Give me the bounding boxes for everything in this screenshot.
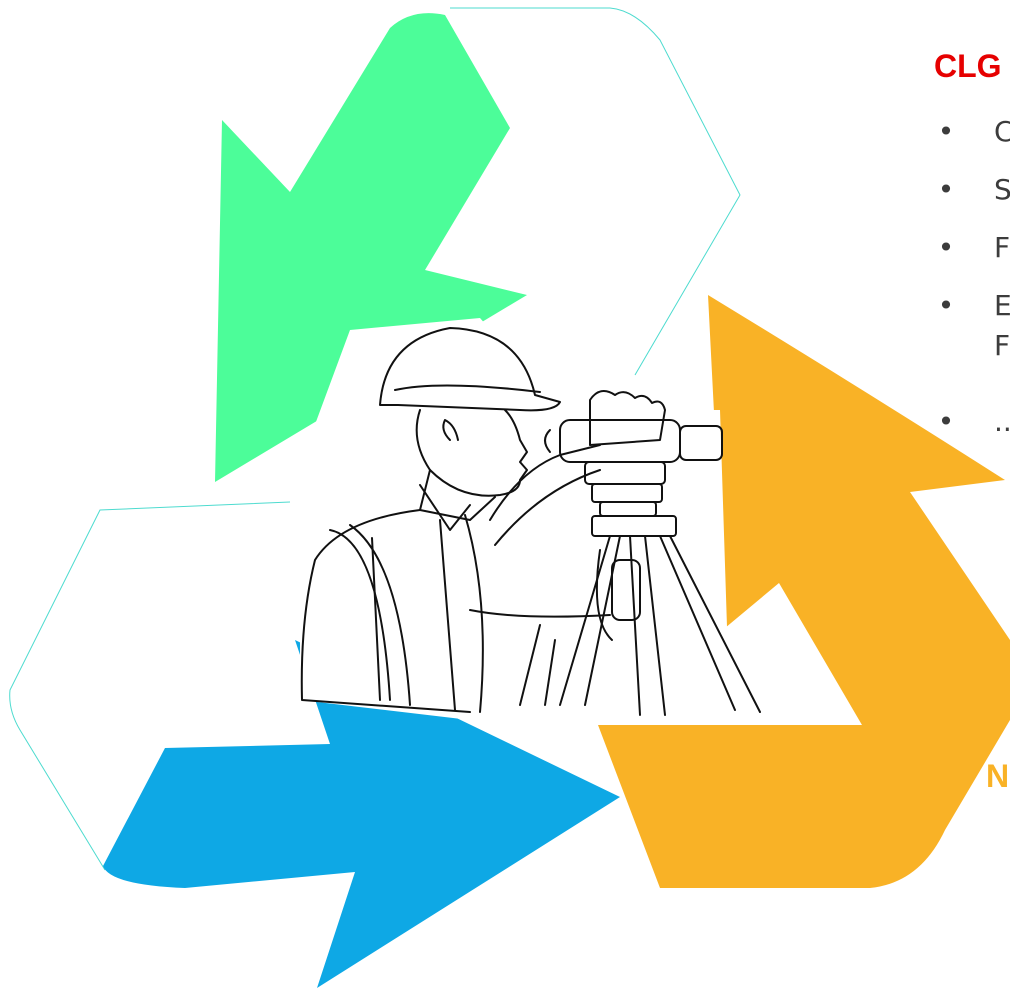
bullet-icon: •: [936, 228, 956, 268]
list-item: • F: [936, 228, 1010, 286]
bullet-icon: •: [936, 402, 956, 442]
heading-text: CLG: [934, 48, 1002, 84]
list-item: • C: [936, 112, 1010, 170]
bullet-list: • C • S • F • E F • ..: [936, 112, 1010, 460]
list-item-label: E: [994, 289, 1010, 322]
list-item-label: S: [994, 173, 1010, 206]
surveyor-illustration: [300, 318, 760, 720]
list-item: • ..: [936, 402, 1010, 460]
list-item-continuation: F: [994, 329, 1010, 362]
list-item: • E F: [936, 286, 1010, 402]
footer-heading: N: [986, 758, 1009, 795]
list-item-label: C: [994, 115, 1010, 148]
bullet-icon: •: [936, 170, 956, 210]
bullet-icon: •: [936, 112, 956, 152]
section-heading: CLG: [934, 48, 1002, 85]
list-item-label: ..: [994, 405, 1010, 438]
bullet-icon: •: [936, 286, 956, 326]
footer-text: N: [986, 758, 1009, 794]
list-item-label: F: [994, 231, 1010, 264]
list-item: • S: [936, 170, 1010, 228]
green-arrow-outline: [450, 8, 740, 375]
